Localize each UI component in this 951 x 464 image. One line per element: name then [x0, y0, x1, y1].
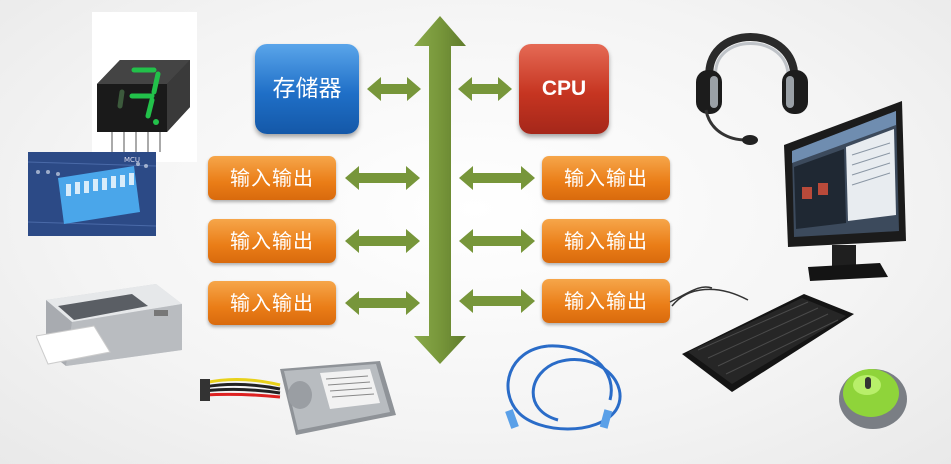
io-box-left-1: 输入输出: [208, 156, 336, 200]
cpu-box: CPU: [519, 44, 609, 134]
io-right-arrow-1: [459, 166, 535, 190]
io-right-arrow-3: [459, 289, 535, 313]
monitor-icon: [784, 101, 906, 281]
cpu-bus-arrow: [458, 77, 512, 101]
io-left-arrow-3: [345, 291, 420, 315]
mouse-icon: [839, 369, 907, 429]
io-box-right-2: 输入输出: [542, 219, 670, 263]
io-right-arrow-2: [459, 229, 535, 253]
seven-segment-display-icon: [92, 12, 197, 162]
io-box-right-3: 输入输出: [542, 279, 670, 323]
io-box-left-2: 输入输出: [208, 219, 336, 263]
printer-icon: [36, 284, 182, 366]
network-cable-icon: [505, 344, 622, 431]
dip-switch-icon: MCU: [28, 152, 156, 236]
io-left-arrow-2: [345, 229, 420, 253]
io-left-arrow-1: [345, 166, 420, 190]
headset-icon: [696, 33, 808, 145]
hard-disk-icon: [200, 361, 396, 435]
system-bus-arrow: [414, 16, 466, 364]
io-box-right-1: 输入输出: [542, 156, 670, 200]
io-box-left-3: 输入输出: [208, 281, 336, 325]
svg-text:MCU: MCU: [124, 156, 140, 164]
keyboard-icon: [671, 288, 854, 392]
memory-box: 存储器: [255, 44, 359, 134]
memory-bus-arrow: [367, 77, 421, 101]
